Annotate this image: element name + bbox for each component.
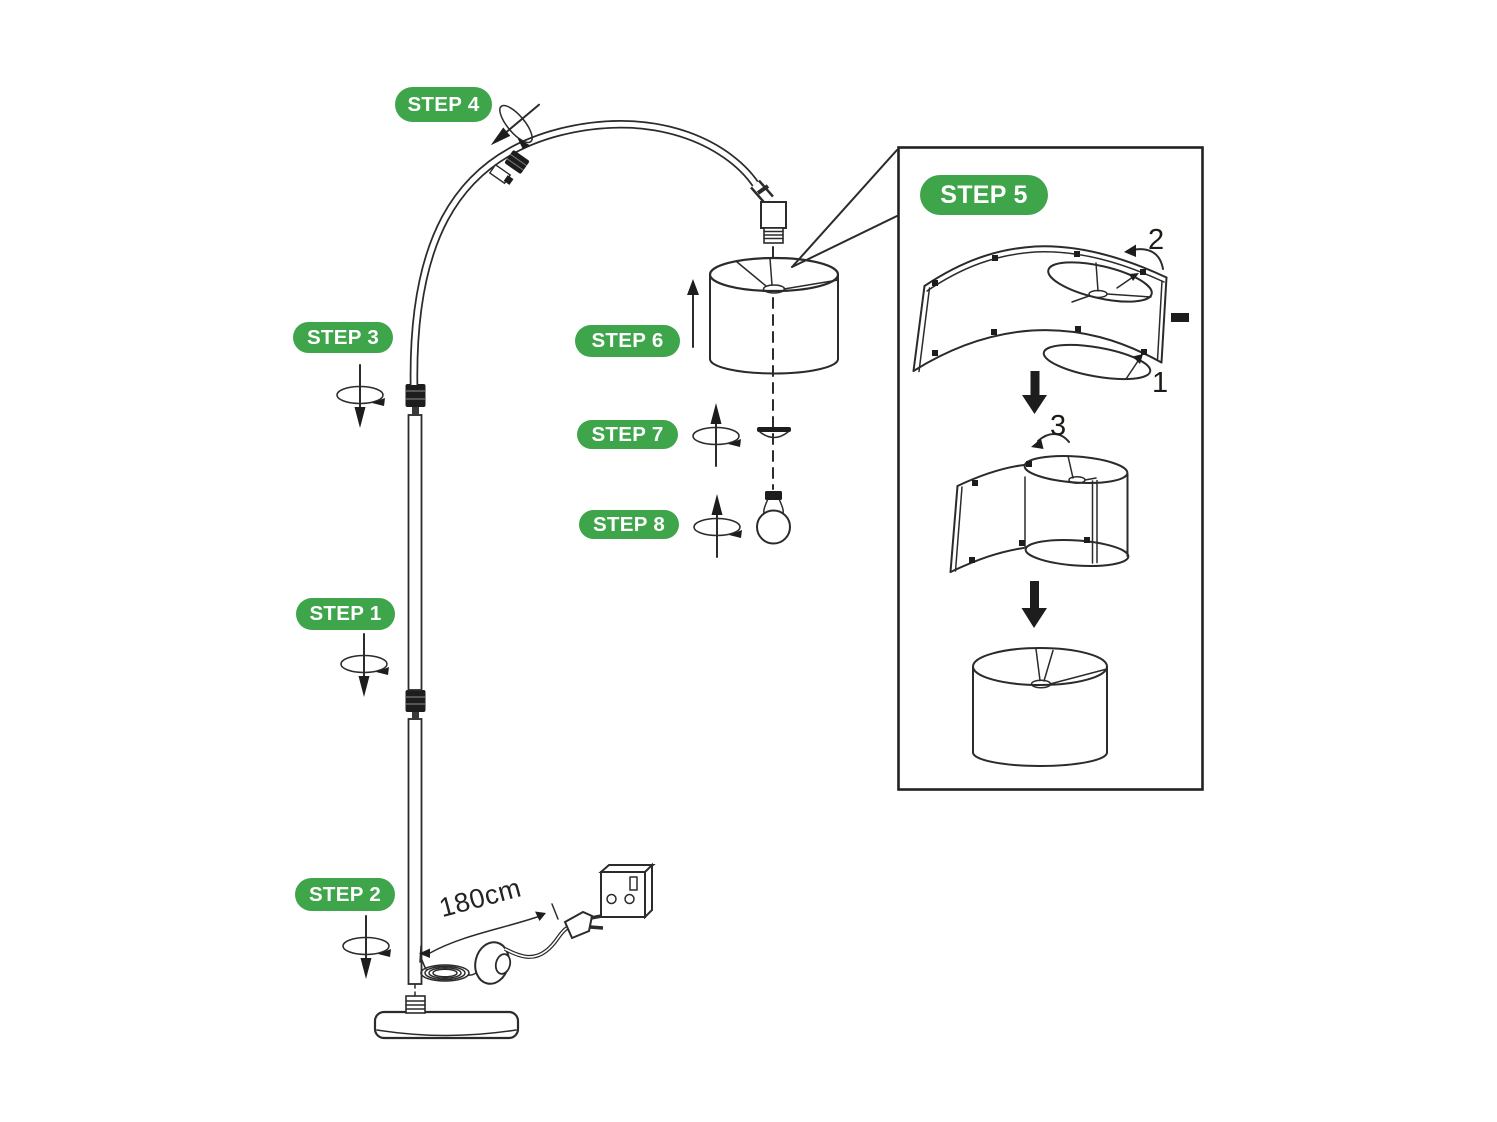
flat-shade-sheet bbox=[912, 245, 1168, 373]
power-plug bbox=[563, 910, 605, 940]
lamp-pole bbox=[405, 384, 426, 985]
step1-badge: STEP 1 bbox=[296, 598, 395, 630]
sequence-number-2: 2 bbox=[1148, 224, 1165, 256]
rotate-screw-down-icon-step1 bbox=[340, 633, 390, 698]
snap-side-view-mark bbox=[1171, 313, 1189, 322]
sequence-number-3: 3 bbox=[1050, 410, 1067, 442]
step1-label: STEP 1 bbox=[309, 602, 382, 625]
step6-badge: STEP 6 bbox=[575, 325, 680, 357]
assembled-shade bbox=[972, 647, 1108, 767]
arc-joint bbox=[488, 163, 514, 185]
step4-label: STEP 4 bbox=[407, 92, 480, 116]
lamp-shade-main bbox=[708, 256, 840, 375]
step3-badge: STEP 3 bbox=[293, 322, 393, 353]
step2-badge: STEP 2 bbox=[295, 878, 395, 911]
foot-switch bbox=[474, 941, 512, 985]
step3-label: STEP 3 bbox=[306, 325, 380, 349]
rotate-screw-up-icon-step7 bbox=[692, 402, 742, 467]
sequence-number-1: 1 bbox=[1152, 367, 1169, 399]
thick-arrow-down-icon-1 bbox=[1022, 371, 1047, 414]
step5-label: STEP 5 bbox=[940, 180, 1028, 209]
step8-label: STEP 8 bbox=[592, 512, 666, 536]
lamp-arc bbox=[409, 120, 762, 386]
power-cord bbox=[504, 926, 569, 959]
step5-detail-panel bbox=[791, 146, 1204, 791]
step4-badge: STEP 4 bbox=[395, 87, 492, 122]
step7-badge: STEP 7 bbox=[577, 420, 678, 449]
step5-badge: STEP 5 bbox=[920, 175, 1048, 215]
rotate-screw-up-icon-step8 bbox=[693, 493, 743, 558]
rotate-screw-down-icon-step3 bbox=[336, 364, 386, 429]
step2-label: STEP 2 bbox=[308, 882, 382, 906]
cord-length-dimension bbox=[419, 903, 559, 963]
step6-label: STEP 6 bbox=[591, 329, 664, 352]
wall-outlet bbox=[598, 862, 656, 920]
lamp-base bbox=[373, 983, 520, 1040]
light-bulb bbox=[756, 491, 791, 545]
arc-connector bbox=[505, 150, 529, 174]
shade-top-ring bbox=[1047, 261, 1153, 303]
arrow-up-icon bbox=[687, 279, 699, 348]
half-rolled-shade bbox=[949, 455, 1130, 573]
rotate-screw-down-icon-step2 bbox=[342, 915, 392, 980]
step7-label: STEP 7 bbox=[591, 422, 664, 446]
lamp-socket bbox=[750, 179, 787, 244]
step8-badge: STEP 8 bbox=[579, 510, 679, 539]
shade-bottom-ring bbox=[1042, 343, 1152, 381]
power-cord-coil bbox=[420, 957, 481, 982]
shade-retainer-washer bbox=[757, 427, 791, 439]
thick-arrow-down-icon-2 bbox=[1021, 581, 1047, 628]
